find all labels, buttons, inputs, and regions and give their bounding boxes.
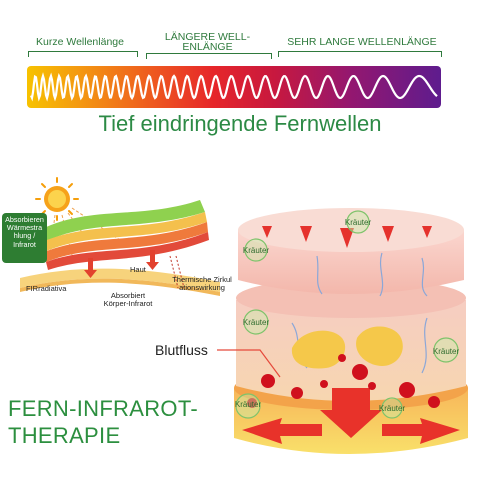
absorbed-line1: Absorbiert bbox=[110, 291, 146, 300]
short-wavelength-bracket bbox=[28, 51, 138, 57]
tissue-layers-illustration bbox=[234, 208, 468, 454]
herb-label: Kräuter bbox=[344, 218, 372, 227]
title-line-2: THERAPIE bbox=[8, 423, 121, 448]
badge-line-1: Absorbieren bbox=[5, 215, 44, 224]
herb-label: Kräuter bbox=[432, 347, 460, 356]
longer-wavelength-label: LÄNGERE WELL- ENLÄNGE bbox=[150, 31, 265, 53]
layer-red bbox=[46, 232, 209, 270]
blood-cells bbox=[247, 354, 440, 408]
heat-arrows-bottom bbox=[242, 388, 460, 444]
heat-arrows-top bbox=[262, 226, 432, 248]
herb-label: Kräuter bbox=[378, 404, 406, 413]
longer-wavelength-line2: ENLÄNGE bbox=[182, 41, 233, 53]
layer-orange bbox=[44, 222, 208, 262]
badge-line-4: Infrarot bbox=[13, 239, 36, 249]
very-long-wavelength-label: SEHR LANGE WELLENLÄNGE bbox=[287, 36, 437, 48]
vein-lines bbox=[291, 252, 428, 374]
layer-green bbox=[40, 200, 205, 242]
thermal-line1: Thermische Zirkul bbox=[172, 275, 232, 284]
herb-label: Kräuter bbox=[234, 400, 262, 409]
herb-label: Kräuter bbox=[242, 246, 270, 255]
badge-line-2: Wärmestra bbox=[6, 223, 43, 233]
fat-cell bbox=[291, 330, 346, 369]
thermal-line2: ationswirkung bbox=[179, 283, 225, 292]
blood-flow-pointer bbox=[217, 349, 281, 378]
skin-band bbox=[20, 268, 220, 292]
sun-icon bbox=[35, 177, 79, 221]
subtitle: Tief eindringende Fernwellen bbox=[98, 111, 382, 136]
herb-label: Kräuter bbox=[242, 318, 270, 327]
absorb-heat-badge: Absorbieren Wärmestra hlung / Infrarot bbox=[2, 213, 47, 263]
blood-flow-label: Blutfluss bbox=[155, 342, 208, 358]
skin-absorption-diagram bbox=[20, 177, 220, 296]
wave-line bbox=[29, 72, 438, 102]
absorbed-line2: Körper-Infrarot bbox=[103, 299, 153, 308]
layer-yellow bbox=[42, 212, 207, 252]
fat-cell bbox=[356, 326, 403, 366]
thermal-label: Thermische Zirkul ationswirkung bbox=[164, 276, 240, 292]
circulation-lines bbox=[169, 255, 185, 289]
herb-bubbles bbox=[235, 210, 459, 419]
longer-wavelength-line1: LÄNGERE WELL- bbox=[164, 31, 251, 43]
absorption-arrows bbox=[84, 250, 159, 278]
longer-wavelength-bracket bbox=[146, 53, 272, 59]
fir-label: FIRradiativa bbox=[26, 284, 67, 293]
very-long-wavelength-bracket bbox=[278, 51, 442, 57]
badge-line-3: hlung / bbox=[13, 231, 36, 241]
haut-label: Haut bbox=[130, 265, 146, 274]
wavelength-spectrum-bar bbox=[27, 66, 441, 108]
absorbed-label: Absorbiert Körper-Infrarot bbox=[96, 292, 160, 308]
short-wavelength-label: Kurze Wellenlänge bbox=[36, 36, 124, 48]
title-line-1: FERN-INFRAROT- bbox=[8, 396, 198, 421]
skin-band-lower bbox=[20, 278, 220, 296]
